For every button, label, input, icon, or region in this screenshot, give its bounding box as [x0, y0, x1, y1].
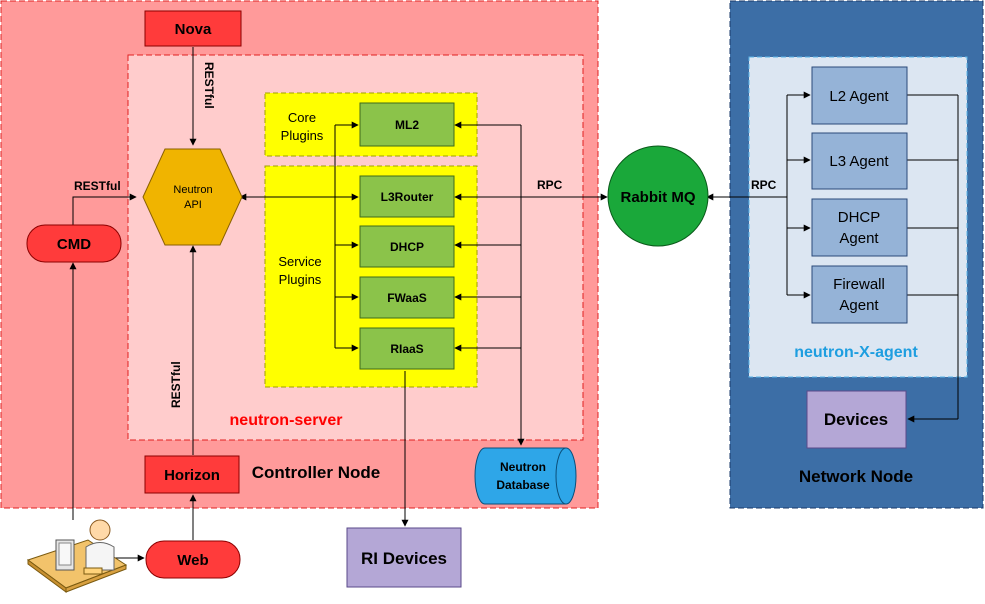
neutron-api-label-2: API: [184, 199, 202, 211]
rlaas-plugin-box: [359, 327, 455, 370]
ml2-plugin-label: ML2: [395, 118, 419, 132]
fwaas-plugin-label: FWaaS: [387, 291, 427, 305]
agent-group-label: neutron-X-agent: [794, 344, 918, 361]
rpc-agent-label: RPC: [751, 178, 777, 192]
core-plugins-label-1: Core: [288, 110, 316, 125]
firewall-agent-label-2: Agent: [839, 297, 879, 314]
nova-label: Nova: [175, 21, 212, 38]
dhcp-agent-label-1: DHCP: [838, 209, 881, 226]
horizon-box: [144, 455, 240, 494]
ml2-plugin-box: [359, 102, 455, 147]
cmd-box: [26, 224, 122, 263]
neutron-server-label: neutron-server: [230, 412, 343, 429]
ri-devices-label: RI Devices: [361, 549, 447, 568]
dhcp-agent-box: [811, 198, 908, 257]
restful-horizon-label: RESTful: [169, 361, 183, 408]
dhcp-agent-label-2: Agent: [839, 230, 879, 247]
l3-agent-label: L3 Agent: [829, 153, 889, 170]
l3-agent-box: [811, 132, 908, 190]
horizon-label: Horizon: [164, 467, 220, 484]
nova-box: [144, 10, 242, 47]
neutron-database-label-2: Database: [496, 478, 550, 492]
rpc-server-label: RPC: [537, 178, 563, 192]
l3router-plugin-label: L3Router: [381, 190, 434, 204]
core-plugins-label-2: Plugins: [281, 128, 324, 143]
l2-agent-box: [811, 66, 908, 125]
rabbit-mq-circle: [607, 145, 709, 247]
controller-node-label: Controller Node: [252, 463, 380, 482]
neutron-api-label-1: Neutron: [173, 184, 212, 196]
devices-box: [806, 390, 907, 449]
dhcp-plugin-label: DHCP: [390, 240, 424, 254]
restful-nova-label: RESTful: [202, 62, 216, 109]
network-node-label: Network Node: [799, 467, 913, 486]
rabbit-mq-label: Rabbit MQ: [621, 189, 696, 206]
l2-agent-label: L2 Agent: [829, 88, 889, 105]
service-plugins-label-2: Plugins: [279, 272, 322, 287]
neutron-database: [474, 447, 577, 505]
web-label: Web: [177, 552, 208, 569]
ri-devices-box: [346, 527, 462, 588]
cmd-label: CMD: [57, 236, 91, 253]
web-box: [145, 540, 241, 579]
service-plugins-label-1: Service: [278, 254, 321, 269]
restful-cmd-label: RESTful: [74, 179, 121, 193]
firewall-agent-box: [811, 265, 908, 324]
neutron-database-label-1: Neutron: [500, 460, 546, 474]
user-at-computer-icon: [26, 519, 128, 593]
connectors: [69, 47, 959, 562]
l3router-plugin-box: [359, 175, 455, 218]
neutron-api-hexagon: [142, 148, 243, 246]
devices-label: Devices: [824, 410, 888, 429]
fwaas-plugin-box: [359, 276, 455, 319]
dhcp-plugin-box: [359, 225, 455, 268]
firewall-agent-label-1: Firewall: [833, 276, 885, 293]
rlaas-plugin-label: RIaaS: [390, 342, 423, 356]
